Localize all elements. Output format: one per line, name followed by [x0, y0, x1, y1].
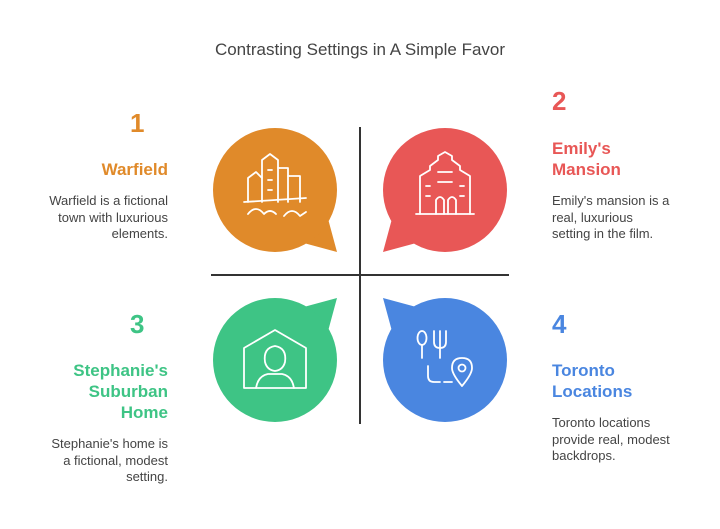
bubble-1-circle: [213, 128, 337, 252]
item-4-heading: Toronto Locations: [552, 361, 633, 401]
bubble-1: [213, 128, 337, 252]
page-title: Contrasting Settings in A Simple Favor: [214, 40, 506, 59]
item-1-heading: Warfield: [101, 160, 168, 179]
item-3-description: Stephanie's home is a fictional, modest …: [51, 436, 168, 484]
item-4-description: Toronto locations provide real, modest b…: [552, 415, 670, 463]
home-person-icon: [243, 329, 307, 389]
bubble-3-circle: [213, 298, 337, 422]
bubble-2: [383, 128, 507, 252]
location-route-icon: [416, 330, 473, 387]
bubble-3: [213, 298, 337, 422]
item-2-heading: Emily's Mansion: [552, 139, 621, 179]
item-3-number: 3: [130, 309, 145, 339]
item-3-heading: Stephanie's Suburban Home: [73, 361, 168, 422]
mansion-icon: [415, 151, 475, 215]
item-2-description: Emily's mansion is a real, luxurious set…: [552, 193, 670, 241]
item-1-description: Warfield is a fictional town with luxuri…: [49, 193, 168, 241]
bubble-2-circle: [383, 128, 507, 252]
bubble-4: [383, 298, 507, 422]
bubble-4-circle: [383, 298, 507, 422]
town-buildings-icon: [243, 153, 307, 217]
item-1-number: 1: [130, 108, 145, 138]
item-2-number: 2: [552, 86, 567, 116]
item-4-number: 4: [552, 309, 567, 339]
